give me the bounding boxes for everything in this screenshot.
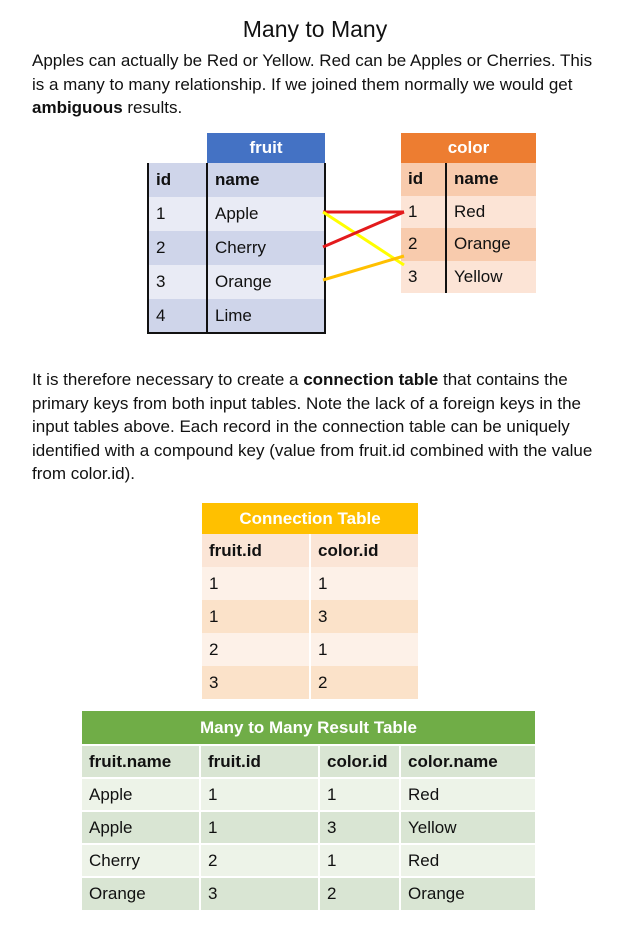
- result-cell: Yellow: [400, 810, 535, 844]
- color-id-cell: 3: [401, 260, 447, 293]
- intro-text: Apples can actually be Red or Yellow. Re…: [32, 51, 593, 94]
- result-row: Apple 1 3 Yellow: [82, 810, 535, 844]
- connection-cell: 1: [310, 633, 418, 666]
- color-id-cell: 2: [401, 228, 447, 261]
- result-row: Cherry 2 1 Red: [82, 843, 535, 877]
- color-col-name: name: [446, 163, 536, 196]
- relationship-line-fruit2-color1: [322, 210, 405, 249]
- explain-emphasis: connection table: [303, 370, 439, 389]
- intro-paragraph: Apples can actually be Red or Yellow. Re…: [32, 49, 607, 120]
- result-row: Apple 1 1 Red: [82, 777, 535, 811]
- intro-text-end: results.: [122, 98, 183, 117]
- result-cell: Apple: [82, 810, 201, 844]
- result-cell: 1: [200, 810, 320, 844]
- result-cell: Apple: [82, 777, 201, 811]
- connection-row: 2 1: [202, 633, 418, 666]
- connection-cell: 1: [310, 567, 418, 600]
- fruit-row: 2 Cherry: [147, 231, 326, 265]
- explain-text: It is therefore necessary to create a: [32, 370, 304, 389]
- result-cell: 1: [200, 777, 320, 811]
- fruit-name-cell: Lime: [207, 299, 326, 334]
- fruit-row: 4 Lime: [147, 299, 326, 334]
- connection-cell: 3: [310, 600, 418, 633]
- connection-cell: 2: [310, 666, 418, 699]
- fruit-header-row: id name: [147, 163, 326, 197]
- relationship-line-fruit3-color2: [322, 254, 405, 282]
- fruit-name-cell: Cherry: [207, 231, 326, 265]
- relationship-line-fruit1-color3: [322, 210, 405, 267]
- fruit-name-cell: Orange: [207, 265, 326, 299]
- fruit-row: 3 Orange: [147, 265, 326, 299]
- color-name-cell: Red: [446, 195, 536, 228]
- result-cell: Cherry: [82, 843, 201, 877]
- color-name-cell: Yellow: [446, 260, 536, 293]
- fruit-row: 1 Apple: [147, 197, 326, 231]
- connection-cell: 3: [202, 666, 311, 699]
- result-cell: 1: [319, 843, 401, 877]
- result-cell: 3: [200, 876, 320, 910]
- fruit-table-title: fruit: [207, 133, 325, 163]
- connection-cell: 1: [202, 567, 311, 600]
- color-col-id: id: [401, 163, 447, 196]
- fruit-id-cell: 2: [147, 231, 208, 265]
- color-row: 1 Red: [401, 195, 536, 228]
- result-col-color-id: color.id: [319, 744, 401, 778]
- result-row: Orange 3 2 Orange: [82, 876, 535, 910]
- color-table: color id name 1 Red 2 Orange 3 Yellow: [401, 133, 536, 293]
- result-cell: 2: [200, 843, 320, 877]
- connection-cell: 1: [202, 600, 311, 633]
- result-table-title: Many to Many Result Table: [82, 711, 535, 745]
- fruit-id-cell: 1: [147, 197, 208, 231]
- result-cell: Red: [400, 843, 535, 877]
- result-col-fruit-name: fruit.name: [82, 744, 201, 778]
- color-header-row: id name: [401, 163, 536, 196]
- explain-text-end: that contains the primary keys from both…: [32, 370, 593, 483]
- connection-row: 3 2: [202, 666, 418, 699]
- fruit-id-cell: 4: [147, 299, 208, 334]
- intro-emphasis: ambiguous: [32, 98, 123, 117]
- result-table: Many to Many Result Table fruit.name fru…: [82, 711, 535, 910]
- connection-table: Connection Table fruit.id color.id 1 1 1…: [202, 503, 418, 699]
- result-cell: Orange: [82, 876, 201, 910]
- fruit-table: fruit id name 1 Apple 2 Cherry 3 Orange …: [147, 133, 326, 334]
- result-cell: 3: [319, 810, 401, 844]
- result-cell: 1: [319, 777, 401, 811]
- page-title: Many to Many: [242, 16, 388, 42]
- result-header-row: fruit.name fruit.id color.id color.name: [82, 744, 535, 778]
- fruit-id-cell: 3: [147, 265, 208, 299]
- color-row: 3 Yellow: [401, 260, 536, 293]
- connection-row: 1 1: [202, 567, 418, 600]
- connection-row: 1 3: [202, 600, 418, 633]
- result-cell: Orange: [400, 876, 535, 910]
- color-table-title: color: [401, 133, 536, 163]
- result-col-fruit-id: fruit.id: [200, 744, 320, 778]
- fruit-col-name: name: [207, 163, 326, 197]
- result-cell: 2: [319, 876, 401, 910]
- color-id-cell: 1: [401, 195, 447, 228]
- result-cell: Red: [400, 777, 535, 811]
- fruit-col-id: id: [147, 163, 208, 197]
- connection-col-fruit-id: fruit.id: [202, 534, 311, 567]
- color-name-cell: Orange: [446, 228, 536, 261]
- connection-header-row: fruit.id color.id: [202, 534, 418, 567]
- color-row: 2 Orange: [401, 228, 536, 261]
- connection-col-color-id: color.id: [310, 534, 418, 567]
- fruit-name-cell: Apple: [207, 197, 326, 231]
- connection-table-title: Connection Table: [202, 503, 418, 534]
- result-col-color-name: color.name: [400, 744, 535, 778]
- explanation-paragraph: It is therefore necessary to create a co…: [32, 368, 607, 486]
- connection-cell: 2: [202, 633, 311, 666]
